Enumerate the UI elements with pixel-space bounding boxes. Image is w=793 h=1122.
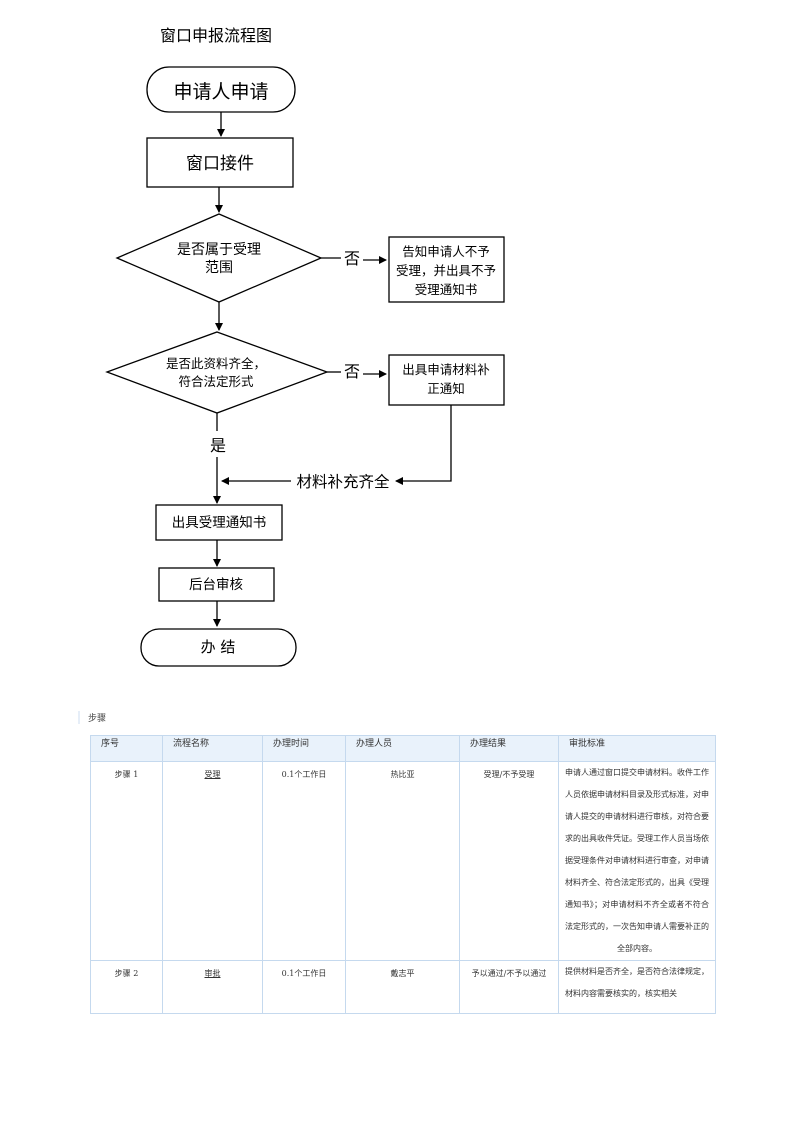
cell-person: 戴志平 bbox=[345, 960, 460, 1014]
flowchart: 申请人申请 窗口接件 是否属于受理 范围 否 告知申请人不予 受理，并出具不予 … bbox=[105, 66, 505, 667]
cell-seq: 步骤 2 bbox=[90, 960, 163, 1014]
reject-notice-line3: 受理通知书 bbox=[415, 282, 478, 297]
no-label-1: 否 bbox=[344, 249, 360, 268]
table-header-row: 序号 流程名称 办理时间 办理人员 办理结果 审批标准 bbox=[90, 735, 716, 762]
decision-materials-line1: 是否此资料齐全， bbox=[166, 356, 266, 371]
steps-table: 序号 流程名称 办理时间 办理人员 办理结果 审批标准 步骤 1 受理 0.1个… bbox=[90, 735, 716, 1014]
issue-notice-node bbox=[155, 504, 283, 541]
no-label-2: 否 bbox=[344, 362, 360, 381]
cell-process-name[interactable]: 审批 bbox=[162, 960, 263, 1014]
header-result: 办理结果 bbox=[459, 735, 559, 762]
process-link-accept[interactable]: 受理 bbox=[204, 770, 221, 779]
backend-review-node bbox=[158, 567, 275, 602]
criteria-text: 申请人通过窗口提交申请材料。收件工作人员依据申请材料目录及形式标准，对申请人提交… bbox=[565, 768, 709, 953]
criteria-text: 提供材料是否齐全，是否符合法律规定，材料内容需要核实的，核实相关 bbox=[565, 967, 709, 998]
materials-complete-label: 材料补充齐全 bbox=[296, 473, 390, 491]
decision-scope-line1: 是否属于受理 bbox=[177, 242, 261, 258]
window-receive-node bbox=[146, 137, 294, 188]
cell-seq: 步骤 1 bbox=[90, 761, 163, 961]
steps-section-label: 步骤 bbox=[78, 711, 106, 724]
cell-criteria: 申请人通过窗口提交申请材料。收件工作人员依据申请材料目录及形式标准，对申请人提交… bbox=[558, 761, 716, 961]
table-row: 步骤 1 受理 0.1个工作日 热比亚 受理/不予受理 申请人通过窗口提交申请材… bbox=[90, 761, 716, 961]
end-label: 办 结 bbox=[201, 638, 236, 656]
cell-criteria: 提供材料是否齐全，是否符合法律规定，材料内容需要核实的，核实相关 bbox=[558, 960, 716, 1014]
cell-result: 予以通过/不予以通过 bbox=[459, 960, 559, 1014]
backend-review-label: 后台审核 bbox=[189, 577, 243, 593]
issue-notice-label: 出具受理通知书 bbox=[172, 514, 267, 531]
supplement-notice-node bbox=[388, 354, 505, 406]
header-person: 办理人员 bbox=[345, 735, 460, 762]
decision-scope-node bbox=[115, 213, 323, 303]
window-receive-label: 窗口接件 bbox=[186, 154, 254, 174]
supplement-notice-line2: 正通知 bbox=[427, 381, 465, 396]
reject-notice-line2: 受理，并出具不予 bbox=[396, 263, 496, 278]
table-row: 步骤 2 审批 0.1个工作日 戴志平 予以通过/不予以通过 提供材料是否齐全，… bbox=[90, 960, 716, 1014]
decision-materials-node bbox=[105, 331, 329, 414]
supplement-notice-line1: 出具申请材料补 bbox=[402, 362, 490, 377]
decision-materials-line2: 符合法定形式 bbox=[178, 374, 254, 389]
cell-time: 0.1个工作日 bbox=[262, 960, 346, 1014]
reject-notice-node bbox=[388, 236, 505, 303]
end-node bbox=[140, 628, 297, 667]
decision-scope-line2: 范围 bbox=[205, 259, 233, 276]
cell-process-name[interactable]: 受理 bbox=[162, 761, 263, 961]
start-label: 申请人申请 bbox=[173, 81, 268, 103]
yes-label: 是 bbox=[210, 436, 226, 455]
header-time: 办理时间 bbox=[262, 735, 346, 762]
header-seq: 序号 bbox=[90, 735, 163, 762]
cell-person: 热比亚 bbox=[345, 761, 460, 961]
header-process-name: 流程名称 bbox=[162, 735, 263, 762]
reject-notice-line1: 告知申请人不予 bbox=[402, 244, 490, 259]
flowchart-title: 窗口申报流程图 bbox=[160, 26, 273, 45]
cell-result: 受理/不予受理 bbox=[459, 761, 559, 961]
process-link-approve[interactable]: 审批 bbox=[204, 969, 221, 978]
cell-time: 0.1个工作日 bbox=[262, 761, 346, 961]
header-criteria: 审批标准 bbox=[558, 735, 716, 762]
